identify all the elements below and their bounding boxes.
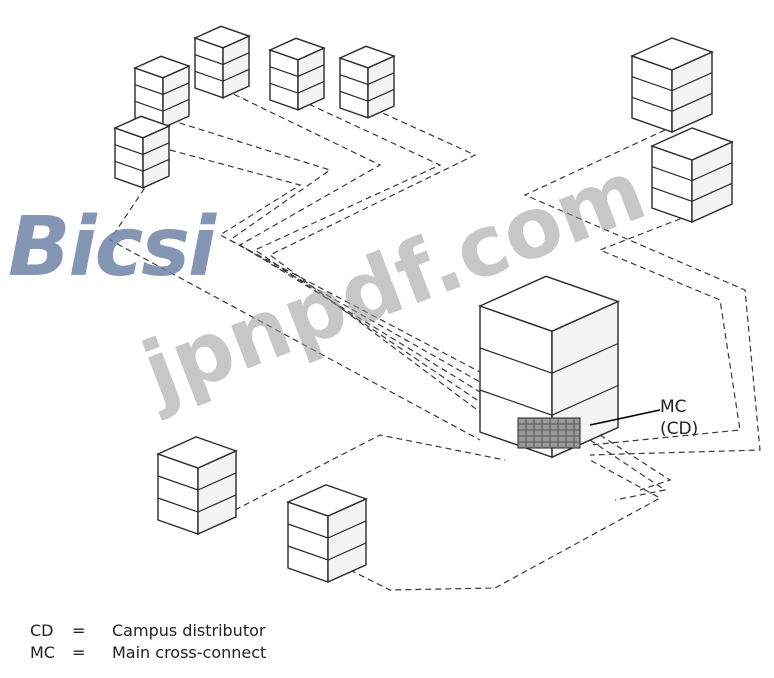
cable-run [234, 434, 506, 511]
campus-cabling-diagram [109, 25, 761, 591]
cable-run [589, 214, 741, 446]
building [338, 45, 396, 119]
building [268, 37, 326, 111]
legend-meaning: Campus distributor [112, 621, 266, 640]
cable-run [253, 99, 481, 403]
main-building-label: MC (CD) [660, 396, 698, 440]
building [286, 484, 368, 584]
mc-label-line2: (CD) [660, 419, 699, 439]
main-cross-connect-panel [517, 417, 581, 449]
mc-leader-line [589, 409, 661, 426]
building [193, 25, 251, 99]
legend-row: MC = Main cross-connect [30, 642, 266, 664]
cable-run [169, 149, 481, 373]
cable-run [599, 434, 672, 491]
building [156, 436, 238, 536]
cable-run [589, 439, 667, 501]
cable-run [523, 129, 761, 456]
legend: CD = Campus distributor MC = Main cross-… [30, 620, 266, 664]
cable-run [349, 459, 662, 591]
building [650, 127, 734, 224]
bicsi-watermark-logo: Bicsi [8, 200, 216, 295]
buildings [113, 25, 734, 584]
cable-runs [109, 89, 761, 591]
legend-meaning: Main cross-connect [112, 643, 267, 662]
cable-run [169, 119, 481, 383]
legend-equals: = [72, 621, 86, 640]
legend-row: CD = Campus distributor [30, 620, 266, 642]
legend-equals: = [72, 643, 86, 662]
cable-run [224, 89, 481, 393]
cable-run [109, 179, 481, 441]
building [630, 37, 714, 134]
cable-run [268, 104, 481, 413]
legend-abbr: CD [30, 621, 54, 640]
mc-label-line1: MC [660, 397, 687, 417]
legend-abbr: MC [30, 643, 55, 662]
building [113, 115, 171, 189]
